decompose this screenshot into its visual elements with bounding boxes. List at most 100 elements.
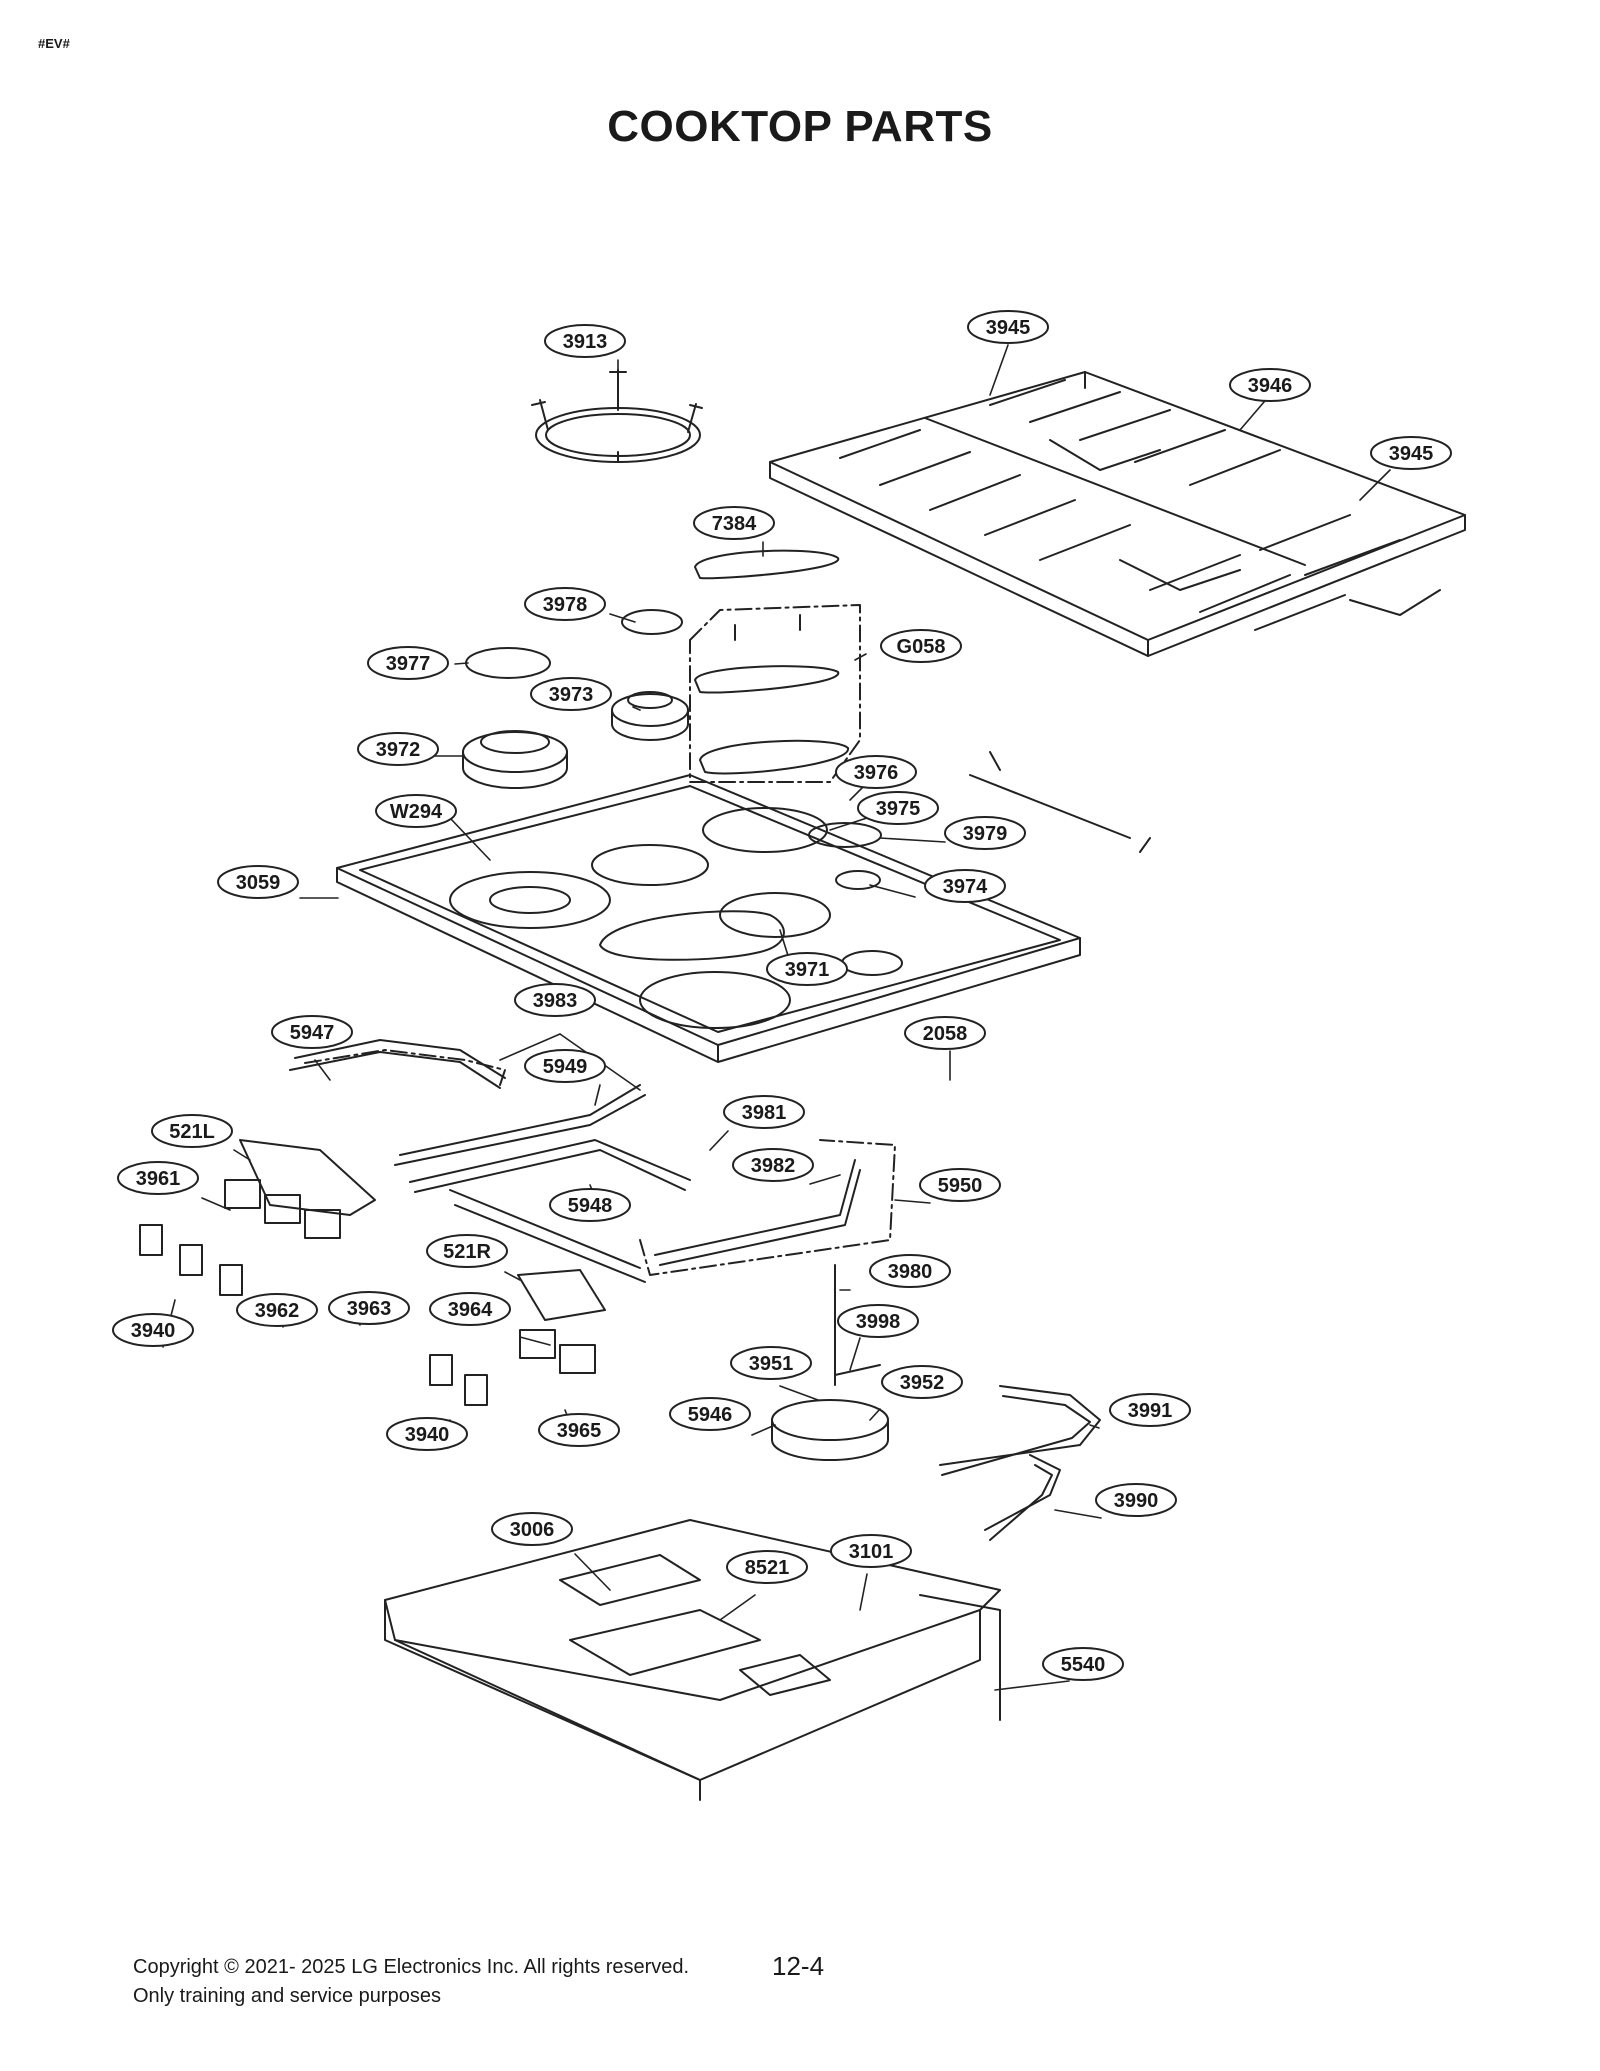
callout-3952: 3952 [881, 1365, 963, 1399]
callout-bubble [723, 1095, 805, 1129]
callout-label: 3951 [749, 1353, 794, 1375]
callout-label: W294 [390, 801, 443, 823]
bottom-tray-part [384, 1519, 1001, 1801]
page-number: 12-4 [772, 1951, 825, 1981]
leader-lines [162, 344, 1391, 1691]
callout-3998: 3998 [837, 1304, 919, 1338]
callout-bubble [924, 869, 1006, 903]
callout-bubble [730, 1346, 812, 1380]
callout-3975: 3975 [857, 791, 939, 825]
callout-bubble [1370, 436, 1452, 470]
copyright-line-2: Only training and service purposes [133, 1985, 441, 2007]
callout-label: 3961 [136, 1168, 181, 1190]
callout-label: 3973 [549, 684, 594, 706]
callout-bubble [429, 1292, 511, 1326]
callout-label: 3981 [742, 1102, 787, 1124]
callout-label: G058 [897, 636, 946, 658]
callout-bubble [967, 310, 1049, 344]
callout-label: 3998 [856, 1311, 901, 1333]
callout-bubble [693, 506, 775, 540]
callout-521r: 521R [426, 1234, 508, 1268]
valve-bank-right-part [429, 1269, 606, 1406]
callout-3974: 3974 [924, 869, 1006, 903]
callout-label: 3913 [563, 331, 608, 353]
callout-w294: W294 [375, 794, 457, 828]
callout-g058: G058 [880, 629, 962, 663]
callout-label: 5949 [543, 1056, 588, 1078]
callout-3976: 3976 [835, 755, 917, 789]
callout-bubble [944, 816, 1026, 850]
burner-base-part [771, 1264, 889, 1461]
callout-bubble [530, 677, 612, 711]
callout-bubble [544, 324, 626, 358]
callout-bubble [1109, 1393, 1191, 1427]
copyright-line-1: Copyright © 2021- 2025 LG Electronics In… [133, 1956, 690, 1978]
callout-bubble [1229, 368, 1311, 402]
callout-label: 3983 [533, 990, 578, 1012]
callout-3977: 3977 [367, 646, 449, 680]
callout-3059: 3059 [217, 865, 299, 899]
callout-bubble [426, 1234, 508, 1268]
callout-bubble [236, 1293, 318, 1327]
callout-label: 5946 [688, 1404, 733, 1426]
callout-3962: 3962 [236, 1293, 318, 1327]
callout-layer: 3913 3945 3946 3945 7384 3978 3977 G058 3973 3972… [112, 310, 1452, 1681]
callout-label: 521L [169, 1121, 215, 1143]
callout-label: 3982 [751, 1155, 796, 1177]
callout-3913: 3913 [544, 324, 626, 358]
callout-3978: 3978 [524, 587, 606, 621]
callout-bubble [386, 1417, 468, 1451]
callout-bubble [904, 1016, 986, 1050]
callout-3991: 3991 [1109, 1393, 1191, 1427]
callout-label: 8521 [745, 1557, 790, 1579]
callout-label: 3977 [386, 653, 431, 675]
callout-3946: 3946 [1229, 368, 1311, 402]
burner-head-3973-part [611, 691, 689, 741]
callout-3980: 3980 [869, 1254, 951, 1288]
callout-3945: 3945 [1370, 436, 1452, 470]
valve-bank-left-part [139, 1139, 376, 1296]
callout-bubble [538, 1413, 620, 1447]
callout-label: 3963 [347, 1298, 392, 1320]
callout-label: 3946 [1248, 375, 1293, 397]
callout-bubble [857, 791, 939, 825]
callout-3983: 3983 [514, 983, 596, 1017]
callout-3963: 3963 [328, 1291, 410, 1325]
callout-3940: 3940 [386, 1417, 468, 1451]
pipe-5948-part [409, 1139, 691, 1193]
callout-label: 3975 [876, 798, 921, 820]
callout-label: 3972 [376, 739, 421, 761]
callout-label: 3976 [854, 762, 899, 784]
callout-521l: 521L [151, 1114, 233, 1148]
callout-label: 3059 [236, 872, 281, 894]
callout-label: 7384 [712, 513, 757, 535]
callout-2058: 2058 [904, 1016, 986, 1050]
callout-3965: 3965 [538, 1413, 620, 1447]
callout-5947: 5947 [271, 1015, 353, 1049]
callout-3979: 3979 [944, 816, 1026, 850]
gas-tube-part [449, 1189, 646, 1283]
callout-label: 3980 [888, 1261, 933, 1283]
callout-3945: 3945 [967, 310, 1049, 344]
callout-5948: 5948 [549, 1188, 631, 1222]
oval-cap-part [694, 549, 840, 580]
callout-3971: 3971 [766, 952, 848, 986]
callout-bubble [357, 732, 439, 766]
callout-label: 3964 [448, 1299, 493, 1321]
callout-3101: 3101 [830, 1534, 912, 1568]
callout-3990: 3990 [1095, 1483, 1177, 1517]
callout-label: 5950 [938, 1175, 983, 1197]
callout-label: 3965 [557, 1420, 602, 1442]
burner-head-3972-part [462, 730, 568, 789]
callout-bubble [830, 1534, 912, 1568]
callout-bubble [1095, 1483, 1177, 1517]
callout-bubble [766, 952, 848, 986]
callout-label: 3990 [1114, 1490, 1159, 1512]
callout-bubble [151, 1114, 233, 1148]
callout-label: 3006 [510, 1519, 555, 1541]
callout-bubble [217, 865, 299, 899]
callout-bubble [367, 646, 449, 680]
callout-bubble [117, 1161, 199, 1195]
callout-bubble [375, 794, 457, 828]
document-tag: #EV# [38, 36, 70, 51]
